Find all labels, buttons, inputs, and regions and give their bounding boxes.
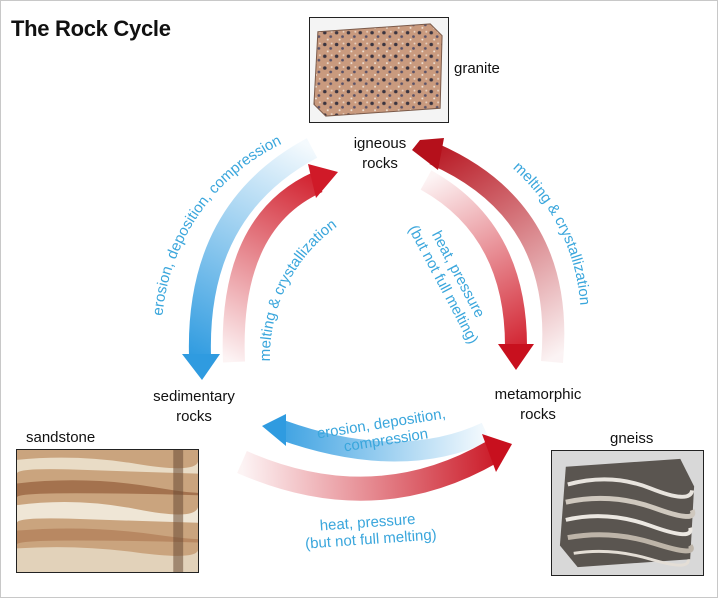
metamorphic-rocks-label: metamorphic rocks [494,386,582,423]
arrow-sedimentary-to-igneous [222,164,338,363]
arrow-igneous-to-sedimentary [182,138,318,380]
arrow-metamorphic-to-igneous [412,138,565,364]
granite-caption: granite [454,60,500,77]
arrow-sedimentary-to-metamorphic [237,434,512,501]
process-label-heat-pressure-bottom: heat, pressure (but not full melting) [303,509,437,552]
gneiss-photo [551,450,704,576]
arrow-igneous-to-metamorphic [420,170,534,370]
page-title: The Rock Cycle [11,16,171,41]
arrow-metamorphic-to-sedimentary [262,414,491,462]
gneiss-caption: gneiss [610,430,654,447]
sedimentary-rocks-label: sedimentary rocks [153,388,235,425]
igneous-rocks-label: igneous rocks [353,135,407,172]
granite-photo [309,17,449,123]
sandstone-caption: sandstone [26,429,96,446]
sandstone-photo [16,449,199,573]
